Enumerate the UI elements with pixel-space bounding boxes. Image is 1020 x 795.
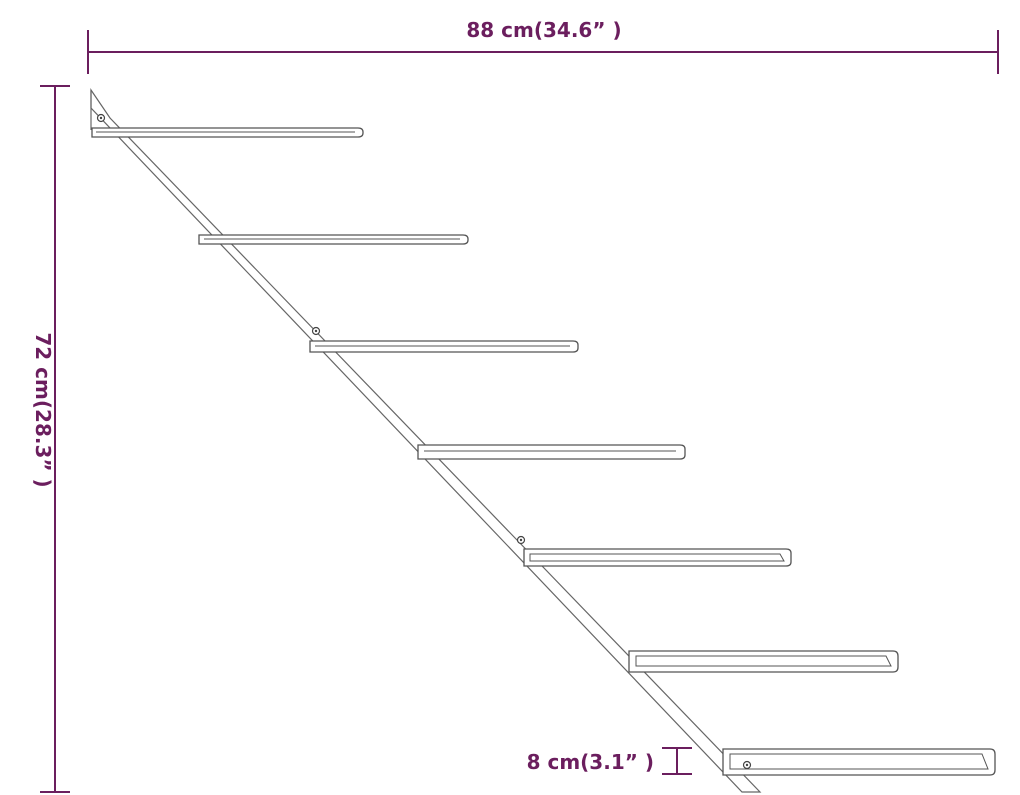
width-dimension: 88 cm(34.6” ) [87,14,999,74]
step-dimension: 8 cm(3.1” ) [527,747,692,775]
shelf-3 [309,340,579,353]
height-dimension: 72 cm(28.3” ) [20,85,70,793]
height-label: 72 cm(28.3” ) [31,332,55,487]
height-label-background [20,318,52,502]
shelf-2 [198,234,469,245]
shelf-4 [417,444,686,460]
shelf-1 [91,127,364,138]
screw-4 [742,760,752,770]
shelf-5 [523,548,792,567]
screw-3 [516,535,526,545]
shelf-7 [722,748,996,776]
screw-2 [311,326,321,336]
width-label: 88 cm(34.6” ) [466,18,621,42]
shelf-6 [628,650,899,673]
step-label: 8 cm(3.1” ) [527,750,654,774]
shelf-rail [90,88,762,793]
width-label-background [446,14,646,44]
diagonal-rail [90,88,762,793]
screw-1 [96,113,106,123]
